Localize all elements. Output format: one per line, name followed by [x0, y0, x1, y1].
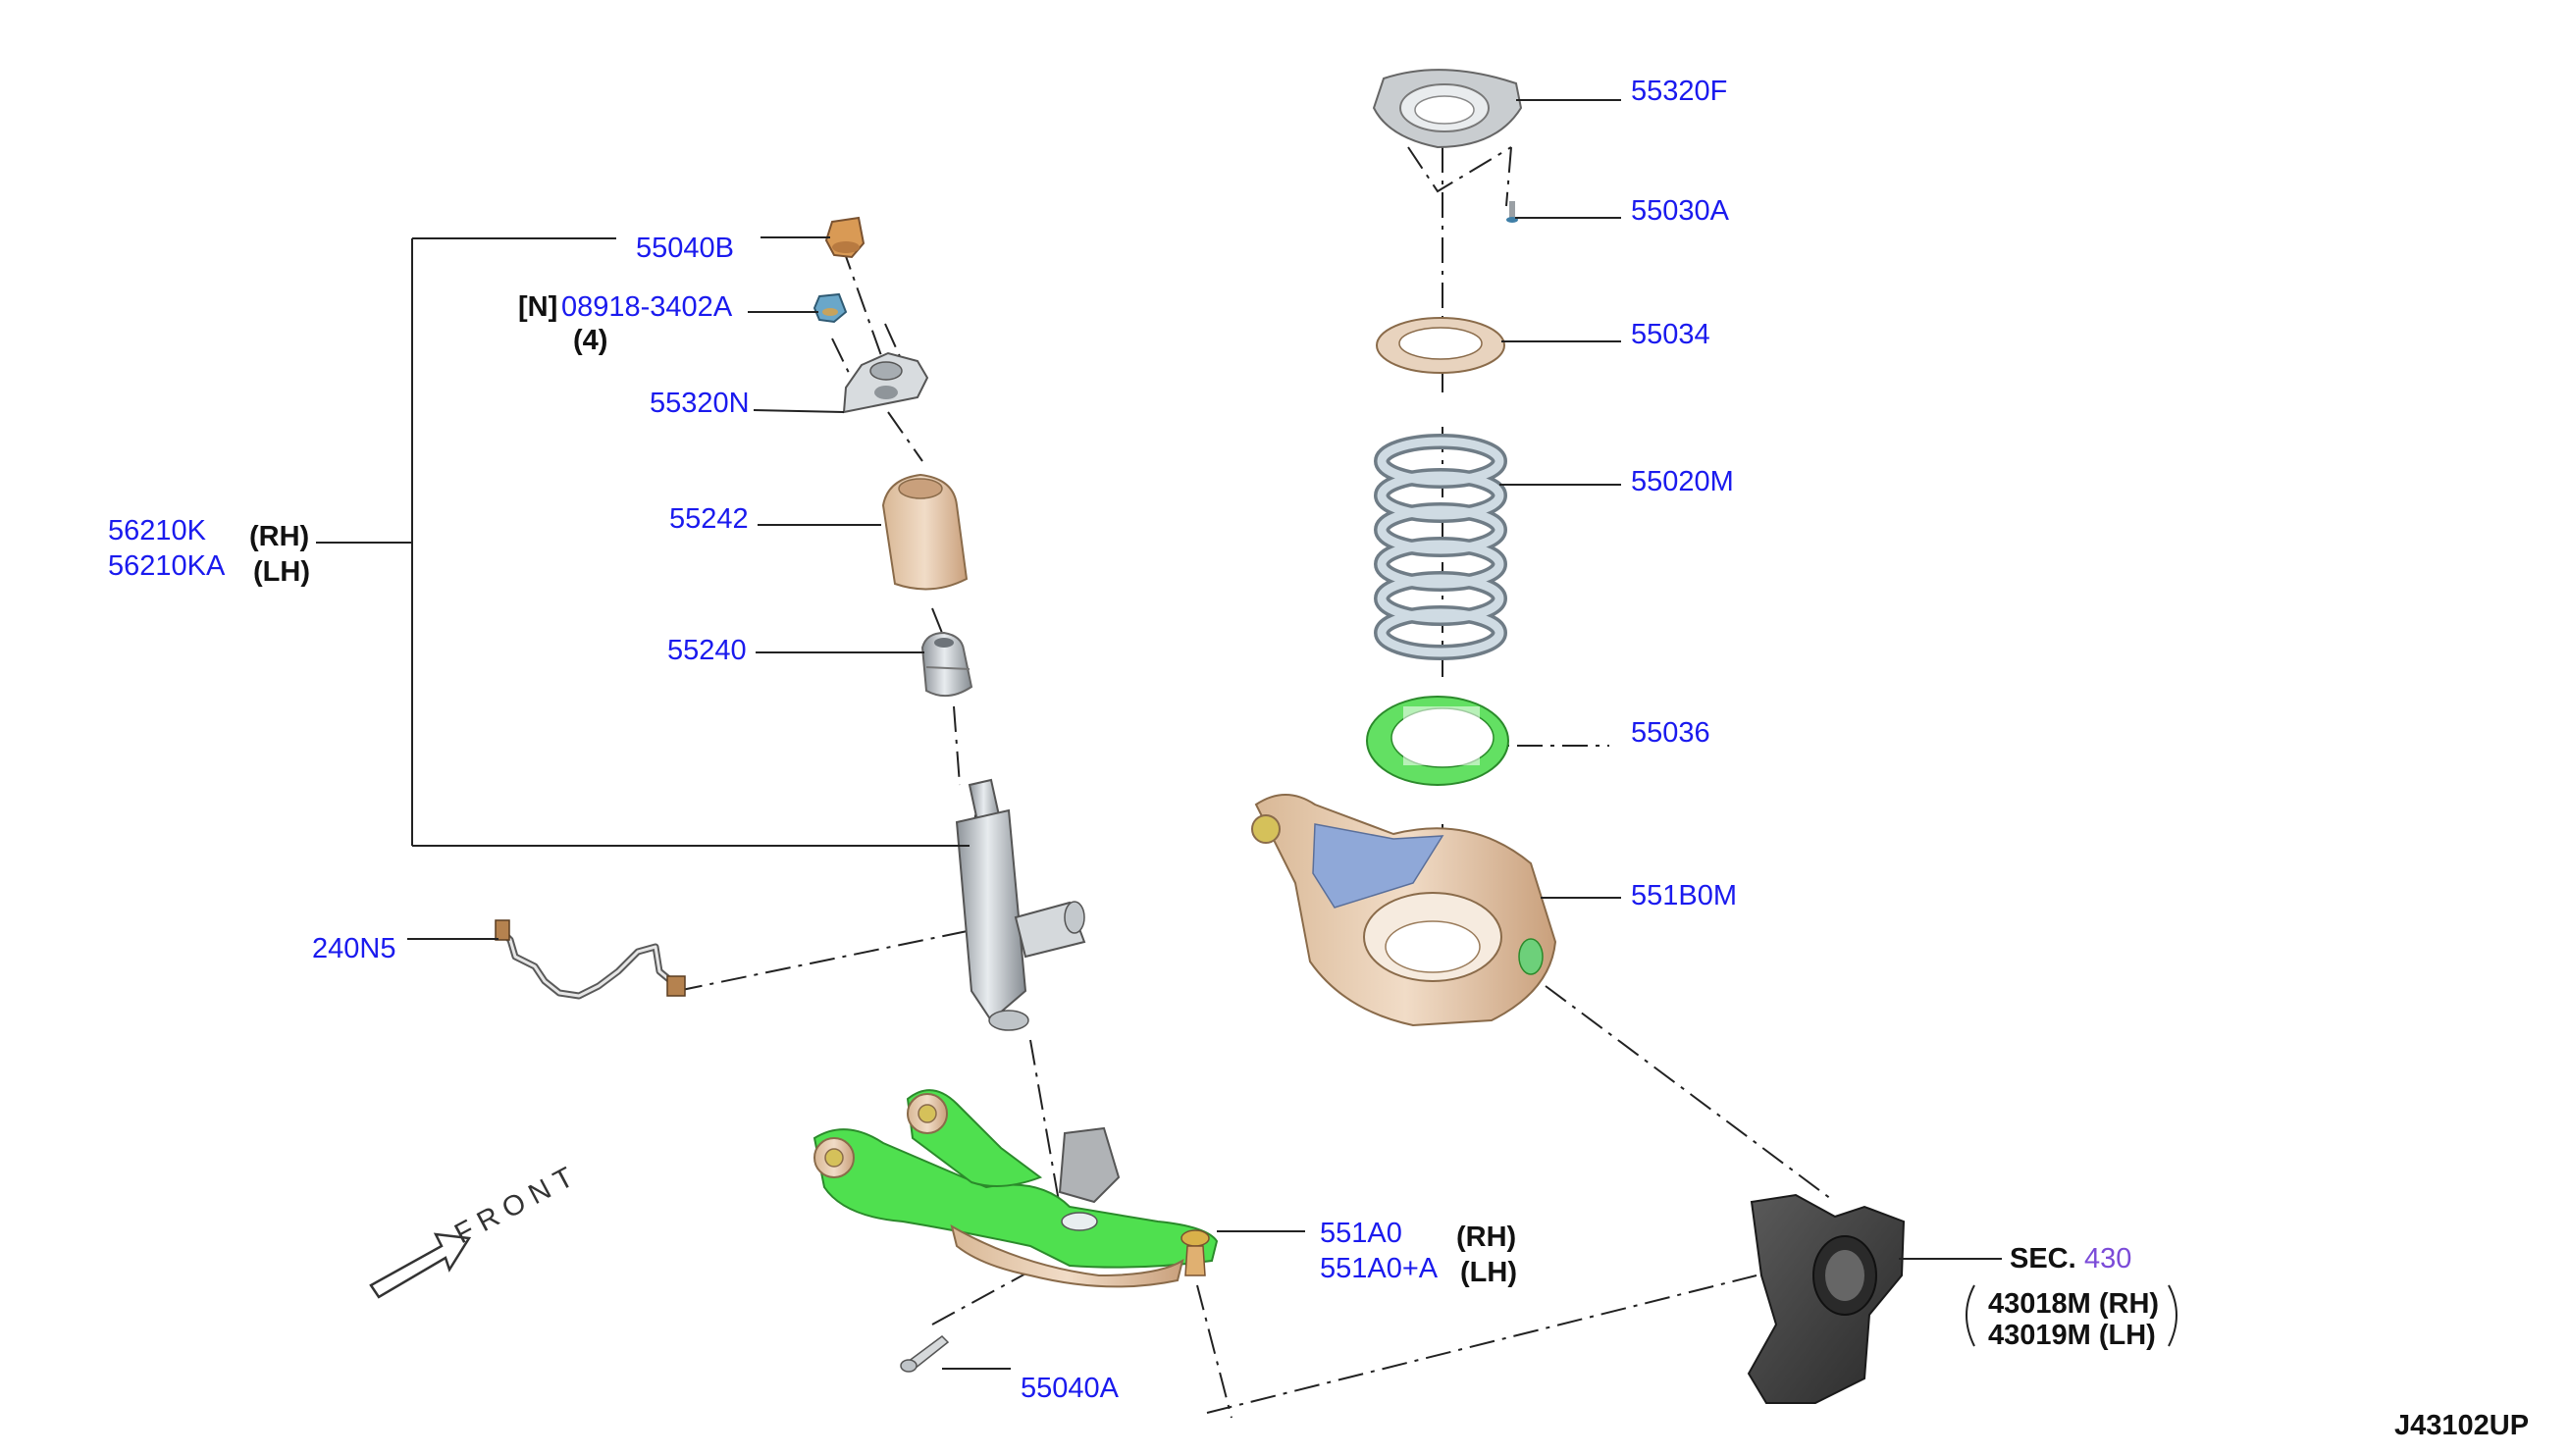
shock-absorber-56210K: [955, 778, 1086, 1031]
nut-55040B: [824, 216, 865, 259]
label-43019M: 43019M (LH): [1988, 1320, 2156, 1351]
label-55020M[interactable]: 55020M: [1631, 466, 1734, 497]
label-55036[interactable]: 55036: [1631, 717, 1710, 749]
label-sec-430[interactable]: 430: [2084, 1243, 2131, 1274]
label-55242[interactable]: 55242: [669, 503, 749, 535]
front-direction-arrow: FRONT: [369, 1158, 586, 1299]
label-lh-shock: (LH): [253, 556, 310, 588]
label-43018M: 43018M (RH): [1988, 1288, 2159, 1320]
bump-stopper-55242: [881, 473, 969, 591]
label-quantity: (4): [573, 325, 607, 356]
label-rh-shock: (RH): [249, 521, 309, 552]
diagram-code: J43102UP: [2394, 1410, 2529, 1441]
label-sec-prefix: SEC.: [2010, 1243, 2076, 1274]
bolt-55030A: [1506, 201, 1518, 223]
label-lh-arm: (LH): [1460, 1257, 1517, 1288]
label-55320N[interactable]: 55320N: [650, 388, 750, 419]
spring-seat-55320F: [1372, 69, 1523, 149]
spring-seat-55036: [1366, 696, 1509, 786]
front-label: FRONT: [449, 1158, 586, 1250]
label-55034[interactable]: 55034: [1631, 319, 1710, 350]
label-08918-3402A[interactable]: 08918-3402A: [561, 291, 733, 323]
label-56210KA[interactable]: 56210KA: [108, 550, 226, 582]
label-551A0[interactable]: 551A0: [1320, 1218, 1402, 1249]
knuckle-43018M: [1747, 1193, 1906, 1404]
rubber-seat-55034: [1376, 317, 1505, 374]
label-240N5[interactable]: 240N5: [312, 933, 395, 964]
label-55040B[interactable]: 55040B: [636, 233, 734, 264]
nut-08918-3402A: [813, 292, 848, 324]
leader-lines: [316, 99, 2177, 1370]
coil-spring-highlight: [1377, 437, 1504, 657]
lower-arm-551A0: [813, 1089, 1219, 1288]
label-n-prefix: [N]: [518, 291, 557, 323]
label-55030A[interactable]: 55030A: [1631, 195, 1730, 227]
label-55320F[interactable]: 55320F: [1631, 76, 1727, 107]
part-labels: 55040B [N] 08918-3402A (4) 55320N 55242 …: [108, 76, 2529, 1441]
sensor-harness-240N5: [495, 919, 686, 1000]
label-551A0-A[interactable]: 551A0+A: [1320, 1253, 1439, 1284]
label-56210K[interactable]: 56210K: [108, 515, 207, 546]
label-55040A[interactable]: 55040A: [1021, 1373, 1120, 1404]
upper-mount-55320N: [842, 351, 929, 414]
spring-link-551B0M: [1251, 794, 1557, 1027]
bound-bumper-55240: [920, 631, 973, 698]
label-551B0M[interactable]: 551B0M: [1631, 880, 1737, 911]
label-rh-arm: (RH): [1456, 1222, 1516, 1253]
bolt-55040A: [900, 1335, 950, 1373]
label-55240[interactable]: 55240: [667, 635, 747, 666]
